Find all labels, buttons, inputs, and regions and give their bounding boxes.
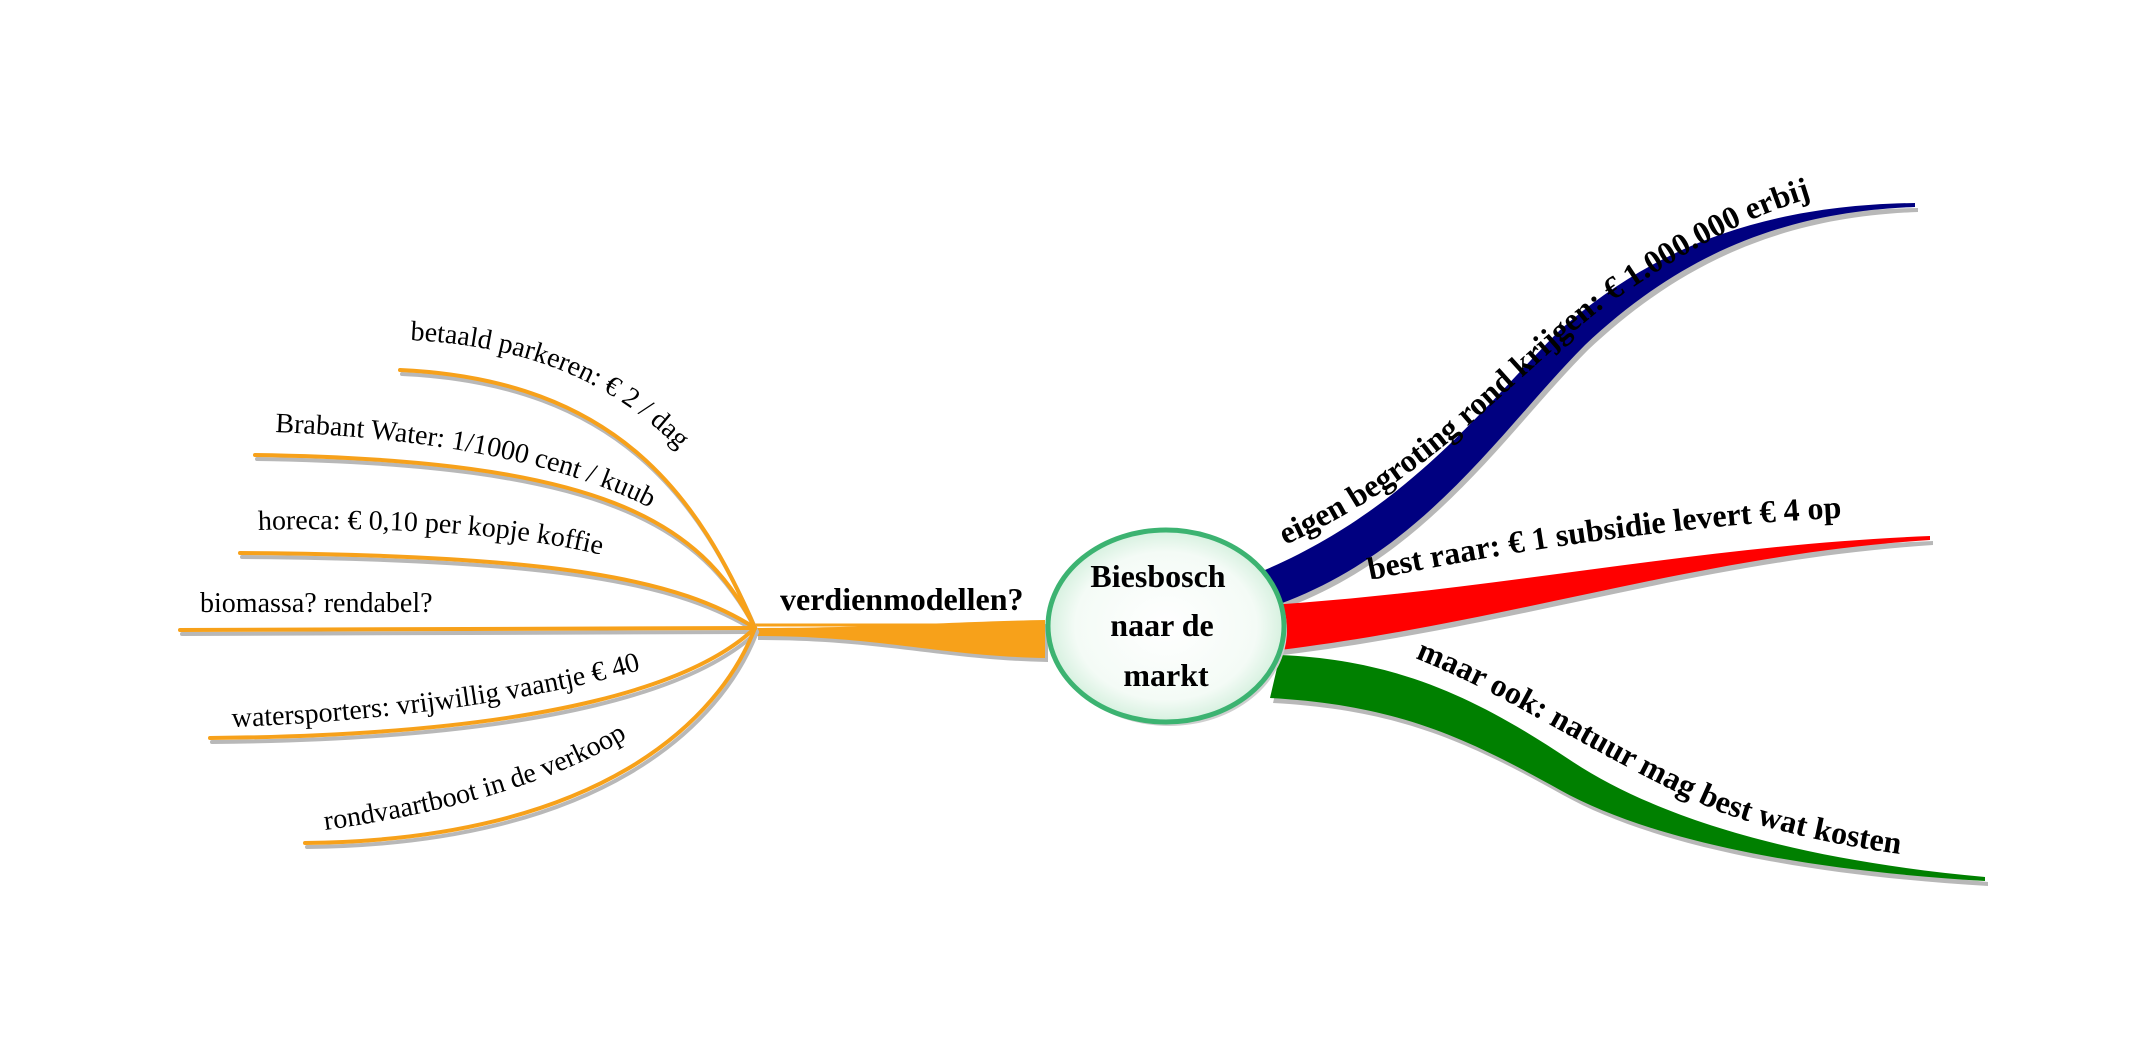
sub-topic-watersporters-text: watersporters: vrijwillig vaantje € 40 <box>231 647 643 734</box>
sub-topic-biomassa-text: biomassa? rendabel? <box>200 588 433 619</box>
central-topic-line-3: markt <box>1123 657 1209 693</box>
sub-line-watersporters <box>208 626 757 740</box>
sub-line-brabant-water <box>253 453 757 630</box>
branch-natuur-shape <box>1270 655 1985 881</box>
branch-begroting-shape <box>1240 203 1915 610</box>
central-topic-line-2: naar de <box>1110 607 1213 643</box>
branch-subsidie-shadow <box>1273 541 1933 655</box>
central-topic-label: Biesbosch naar de markt <box>1090 558 1233 693</box>
branch-label-begroting[interactable]: eigen begroting rond krijgen: € 1.000.00… <box>1273 170 1813 551</box>
branch-subsidie <box>1270 536 1933 655</box>
branch-begroting <box>1240 203 1918 615</box>
branch-natuur <box>1270 655 1988 886</box>
sub-line-horeca <box>238 551 757 630</box>
sub-line-rondvaartboot <box>303 626 757 845</box>
branch-verdienmodellen <box>755 620 1048 662</box>
sub-branches-verdienmodellen <box>178 368 759 849</box>
central-topic-line-1: Biesbosch <box>1090 558 1225 594</box>
central-topic-bubble[interactable] <box>1045 527 1287 725</box>
branch-verdienmodellen-shape <box>755 620 1045 658</box>
central-topic[interactable]: Biesbosch naar de markt <box>1045 527 1287 726</box>
branch-label-verdienmodellen[interactable]: verdienmodellen? <box>780 581 1024 617</box>
branch-label-begroting-text: eigen begroting rond krijgen: € 1.000.00… <box>1273 170 1813 551</box>
sub-line-parkeren <box>398 368 757 630</box>
sub-topic-watersporters[interactable]: watersporters: vrijwillig vaantje € 40 <box>231 647 643 734</box>
sub-line-biomassa <box>178 626 757 632</box>
sub-topic-biomassa[interactable]: biomassa? rendabel? <box>200 588 433 619</box>
branch-subsidie-shape <box>1270 536 1930 650</box>
